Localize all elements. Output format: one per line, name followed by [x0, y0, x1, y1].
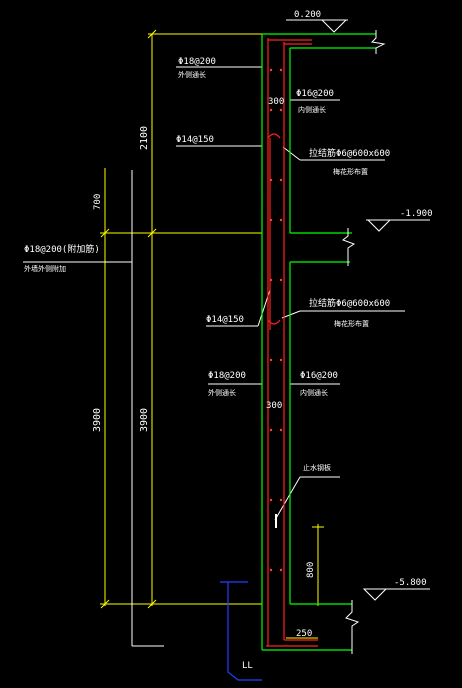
rebar-added-outer: Φ18@200(附加筋): [24, 243, 100, 255]
wall-outline: [261, 33, 376, 651]
blue-element-label: LL: [242, 661, 253, 671]
waterstop-label: 止水钢板: [303, 463, 331, 472]
rebar-outer-upper: Φ18@200: [178, 57, 216, 67]
rebar-dots: [269, 68, 283, 572]
rebar-ties-upper: 拉结筋Φ6@600x600: [309, 147, 390, 159]
rebar: [266, 38, 318, 647]
elevation-bottom-label: -5.800: [394, 578, 427, 588]
rebar-added-lower: Φ14@150: [206, 315, 244, 325]
elevation-marker-bottom: -5.800: [362, 578, 430, 601]
footing-width-label: 250: [296, 629, 312, 639]
dim-haunch: 700: [93, 194, 103, 210]
elevation-mid-label: -1.900: [400, 209, 433, 219]
rebar-inner-lower-note: 内侧通长: [300, 388, 328, 397]
rebar-added-outer-note: 外墙外侧附加: [24, 264, 66, 273]
wall-thickness-upper: 300: [268, 97, 284, 107]
elevation-marker-mid: -1.900: [366, 209, 433, 232]
leader-lines: [23, 66, 405, 647]
dim-lower-height-outer: 3900: [92, 408, 103, 432]
dim-upper-height: 2100: [139, 126, 150, 150]
rebar-added-upper: Φ14@150: [176, 135, 214, 145]
rebar-outer-upper-note: 外侧通长: [178, 70, 206, 79]
dim-waterstop-height: 800: [306, 562, 316, 578]
rebar-ties-lower-note: 梅花形布置: [334, 319, 369, 328]
rebar-ties-lower: 拉结筋Φ6@600x600: [309, 297, 390, 309]
break-lines: [341, 30, 386, 654]
elevation-top-label: 0.200: [294, 10, 321, 20]
dim-lower-height-inner: 3900: [139, 408, 150, 432]
rebar-inner-upper: Φ16@200: [296, 89, 334, 99]
blue-element: [220, 581, 262, 681]
elevation-marker-top: 0.200: [286, 10, 348, 33]
rebar-outer-lower: Φ18@200: [208, 371, 246, 381]
rebar-inner-lower: Φ16@200: [300, 371, 338, 381]
rebar-inner-upper-note: 内侧通长: [298, 105, 326, 114]
rebar-ties-upper-note: 梅花形布置: [333, 167, 368, 176]
rebar-outer-lower-note: 外侧通长: [208, 388, 236, 397]
wall-thickness-lower: 300: [266, 401, 282, 411]
